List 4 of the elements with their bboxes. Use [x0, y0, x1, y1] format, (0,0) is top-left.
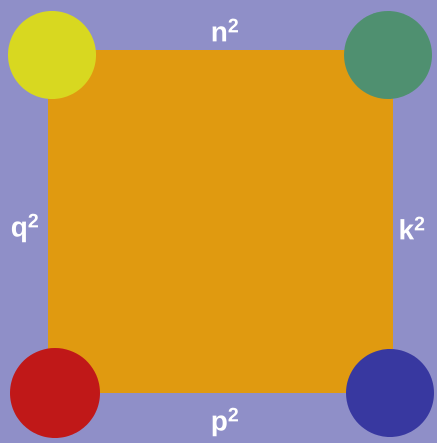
side-label: p$^{2}$ [212, 408, 238, 436]
side-label: n$^{2}$ [212, 18, 238, 42]
side-label: q$^{2}$ [12, 214, 38, 242]
side-label: k$^{2}$ [400, 216, 424, 240]
